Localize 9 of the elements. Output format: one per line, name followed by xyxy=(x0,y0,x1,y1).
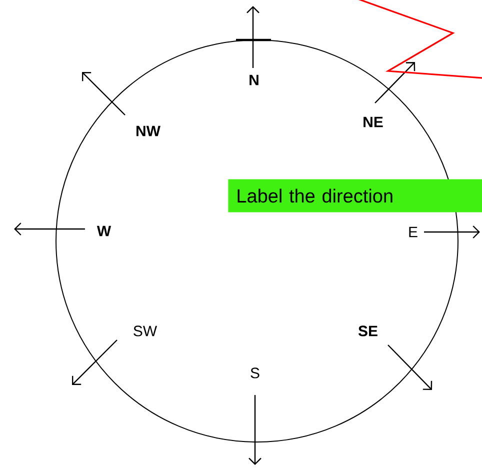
direction-label: SE xyxy=(358,326,378,336)
direction-label: SW xyxy=(134,326,158,336)
direction-label: W xyxy=(96,226,112,236)
direction-label: S xyxy=(250,368,260,378)
direction-label: NE xyxy=(364,116,383,128)
direction-label: N xyxy=(250,74,258,86)
direction-label: NW xyxy=(136,126,160,136)
instruction-box: Label the direction xyxy=(228,179,482,212)
direction-label: E xyxy=(409,226,418,238)
